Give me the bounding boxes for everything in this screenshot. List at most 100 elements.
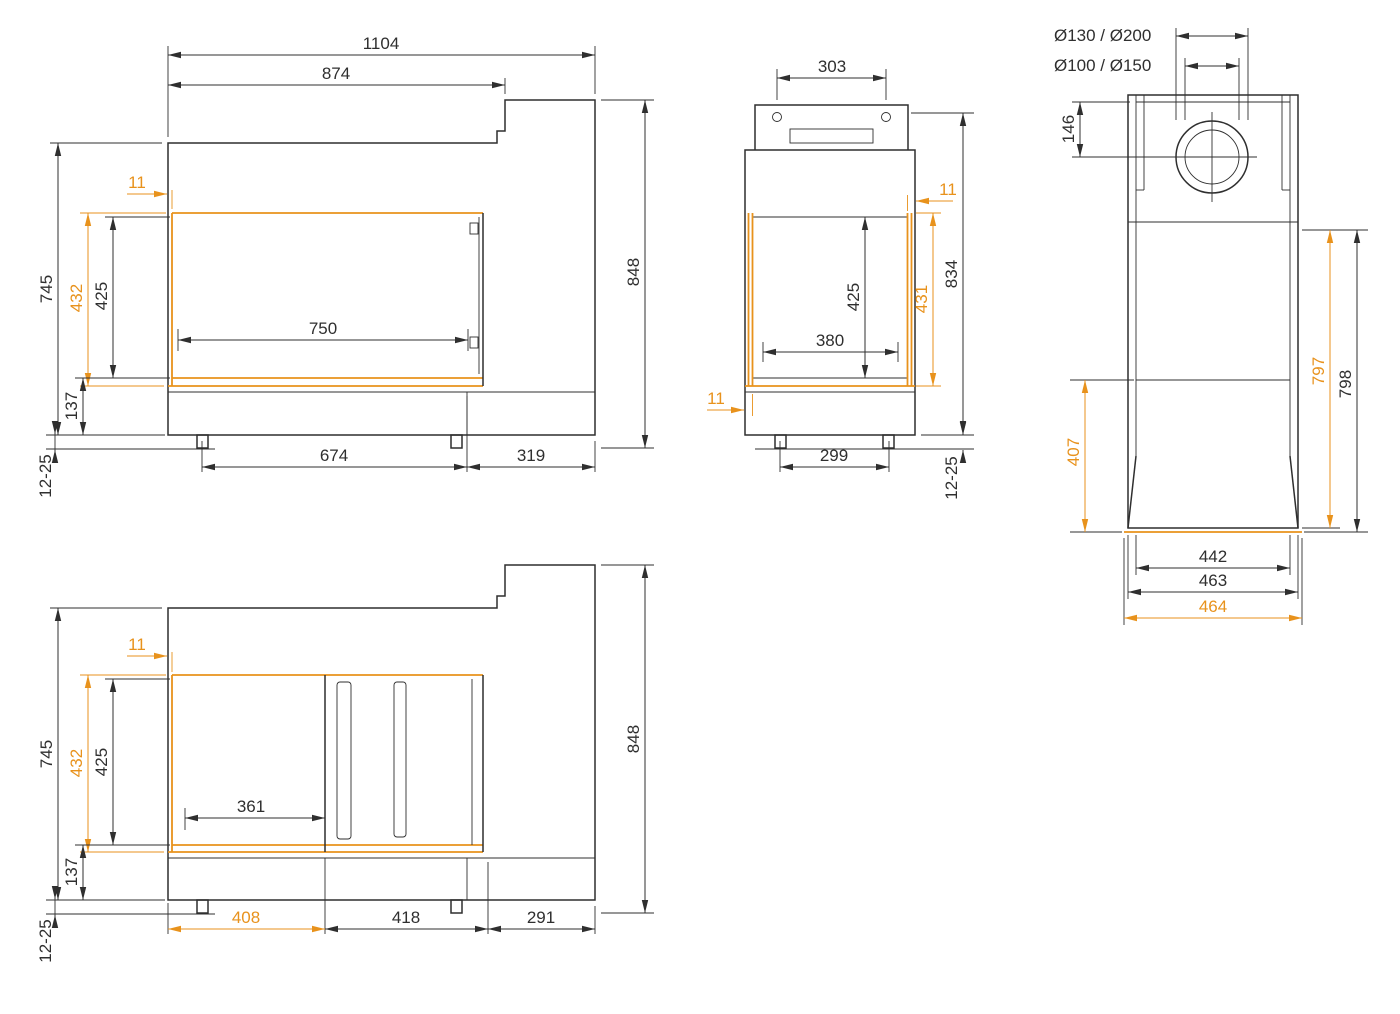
dim-top-inner-depth: 797 bbox=[1302, 229, 1368, 529]
dim-plan-frame-height: 432 bbox=[67, 674, 166, 853]
dim-label: 464 bbox=[1199, 597, 1227, 616]
dim-plan-glass-height: 425 bbox=[75, 678, 170, 846]
door-handle-upper bbox=[469, 222, 479, 235]
dim-label: 12-25 bbox=[942, 456, 961, 499]
dim-label: 319 bbox=[517, 446, 545, 465]
dim-front-glass-height: 425 bbox=[75, 216, 170, 379]
dim-flue-inner: Ø100 / Ø150 bbox=[1054, 56, 1240, 120]
door-profile-left bbox=[336, 681, 352, 840]
dim-label: 745 bbox=[37, 275, 56, 303]
dim-label: 299 bbox=[820, 446, 848, 465]
dim-side-frame-offset-upper: 11 bbox=[907, 180, 957, 211]
dim-label: 834 bbox=[942, 260, 961, 288]
plan-left-foot bbox=[196, 899, 209, 914]
dim-label: 797 bbox=[1309, 357, 1328, 385]
dim-label: 361 bbox=[237, 797, 265, 816]
dim-label: 408 bbox=[232, 908, 260, 927]
dim-front-opening-width: 750 bbox=[177, 319, 469, 351]
dim-label: 380 bbox=[816, 331, 844, 350]
dim-label: 137 bbox=[62, 392, 81, 420]
plan-view: 11 745 432 425 137 12- bbox=[36, 564, 654, 963]
top-view-outline bbox=[1124, 94, 1302, 533]
dim-front-overall-width: 1104 bbox=[167, 34, 596, 137]
dim-label: 11 bbox=[128, 173, 146, 192]
plan-view-outline bbox=[167, 564, 596, 914]
dim-front-overall-height: 848 bbox=[601, 99, 654, 449]
dim-label: 874 bbox=[322, 64, 350, 83]
dim-label: 431 bbox=[912, 285, 931, 313]
door-profile-right bbox=[393, 681, 407, 838]
dim-side-opening-depth: 380 bbox=[762, 331, 899, 362]
dim-front-base-height: 137 bbox=[62, 378, 87, 435]
dim-label: 432 bbox=[67, 749, 86, 777]
dim-label: 11 bbox=[939, 180, 957, 199]
dim-label: 432 bbox=[67, 284, 86, 312]
dim-front-body-height: 745 bbox=[37, 142, 165, 436]
front-left-foot bbox=[196, 434, 209, 449]
dim-front-frame-offset: 11 bbox=[127, 173, 173, 209]
mounting-hole-right bbox=[881, 112, 891, 122]
dim-plan-base-height: 137 bbox=[62, 845, 87, 900]
dim-side-foot-range: 12-25 bbox=[755, 421, 974, 500]
dim-front-foot-spacing: 674 bbox=[201, 396, 468, 472]
dim-plan-door-section-width: 418 bbox=[325, 862, 489, 934]
side-right-foot bbox=[882, 434, 895, 449]
dim-label: 848 bbox=[624, 258, 643, 286]
dim-plan-frame-offset: 11 bbox=[127, 635, 173, 672]
dim-top-overall-width: 464 bbox=[1123, 538, 1303, 625]
dim-plan-glass-section-width: 408 bbox=[167, 858, 326, 934]
dim-label: 425 bbox=[844, 283, 863, 311]
dim-label: 12-25 bbox=[36, 454, 55, 497]
front-view-outline bbox=[167, 99, 596, 449]
dim-label: 12-25 bbox=[36, 919, 55, 962]
dim-label: 745 bbox=[37, 740, 56, 768]
dim-plan-side-section-width: 291 bbox=[488, 906, 596, 934]
dim-flue-center-offset: 146 bbox=[1059, 101, 1174, 158]
dim-flue-outer: Ø130 / Ø200 bbox=[1054, 26, 1249, 120]
dim-label: 463 bbox=[1199, 571, 1227, 590]
front-view-glass-frame bbox=[168, 212, 484, 387]
dim-label: 291 bbox=[527, 908, 555, 927]
dim-label: 674 bbox=[320, 446, 348, 465]
dim-label: Ø130 / Ø200 bbox=[1054, 26, 1151, 45]
dim-side-frame-offset-lower: 11 bbox=[707, 389, 753, 416]
plan-right-foot bbox=[450, 899, 463, 914]
dim-front-frame-height: 432 bbox=[67, 212, 166, 387]
dim-label: 848 bbox=[624, 725, 643, 753]
front-right-foot bbox=[450, 434, 463, 449]
dim-label: 1104 bbox=[363, 34, 400, 53]
dim-label: 11 bbox=[128, 635, 146, 654]
dim-front-foot-range: 12-25 bbox=[36, 421, 215, 498]
dim-front-body-width: 874 bbox=[168, 64, 506, 94]
dim-plan-overall-height: 848 bbox=[601, 564, 654, 914]
dim-side-overall-height: 834 bbox=[911, 112, 974, 436]
side-view-outline bbox=[744, 104, 916, 449]
dim-label: 146 bbox=[1059, 115, 1078, 143]
dim-side-glass-height: 425 bbox=[844, 217, 869, 378]
dim-label: Ø100 / Ø150 bbox=[1054, 56, 1151, 75]
dim-side-frame-height: 431 bbox=[912, 212, 941, 387]
flue-collar bbox=[1167, 112, 1257, 202]
dim-label: 798 bbox=[1336, 370, 1355, 398]
door-handle-lower bbox=[469, 336, 479, 349]
dim-label: 303 bbox=[818, 57, 846, 76]
dim-plan-foot-range: 12-25 bbox=[36, 886, 215, 963]
dim-top-inner-width: 442 bbox=[1135, 535, 1291, 575]
dim-label: 425 bbox=[92, 748, 111, 776]
dim-top-overall-depth: 798 bbox=[1304, 230, 1368, 533]
dim-side-foot-spacing: 299 bbox=[779, 441, 890, 472]
dim-label: 750 bbox=[309, 319, 337, 338]
dim-side-top-duct-width: 303 bbox=[776, 57, 887, 100]
dim-label: 407 bbox=[1064, 438, 1083, 466]
dim-label: 137 bbox=[62, 858, 81, 886]
dim-top-body-width: 463 bbox=[1127, 535, 1299, 599]
front-view: 1104 874 848 745 432 4 bbox=[36, 34, 654, 498]
dim-plan-opening-width: 361 bbox=[184, 797, 325, 830]
dim-front-right-panel-width: 319 bbox=[467, 441, 596, 472]
dim-label: 425 bbox=[92, 282, 111, 310]
side-view-glass-edges bbox=[745, 213, 915, 387]
dim-label: 418 bbox=[392, 908, 420, 927]
dim-label: 442 bbox=[1199, 547, 1227, 566]
